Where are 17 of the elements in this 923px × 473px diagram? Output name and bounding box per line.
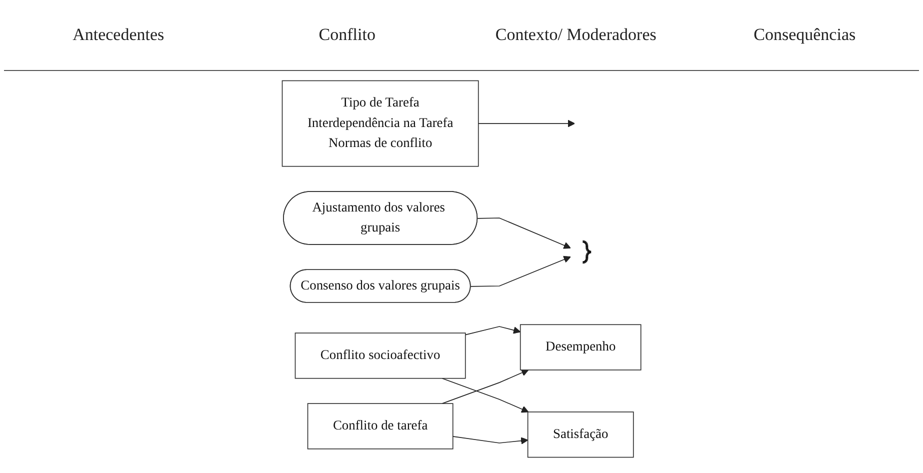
column-heading: Consequências xyxy=(752,25,857,45)
column-heading: Antecedentes xyxy=(72,25,166,45)
node-box: Conflito socioafectivo xyxy=(294,332,466,378)
arrow xyxy=(477,217,571,248)
arrow xyxy=(478,119,576,127)
node-box: Desempenho xyxy=(520,324,642,370)
arrow xyxy=(442,368,529,404)
node-box: Tipo de Tarefa Interdependência na Tarefa Normas de conflito xyxy=(282,80,479,166)
arrow xyxy=(464,326,521,335)
column-heading: Conflito xyxy=(318,25,376,45)
node-box: Conflito de tarefa xyxy=(307,402,454,449)
column-heading: Contexto/ Moderadores xyxy=(494,25,658,45)
node-box: Satisfação xyxy=(527,411,634,458)
node-brace xyxy=(581,240,592,264)
arrow xyxy=(442,377,529,412)
arrow xyxy=(452,436,528,444)
arrow xyxy=(470,255,571,286)
